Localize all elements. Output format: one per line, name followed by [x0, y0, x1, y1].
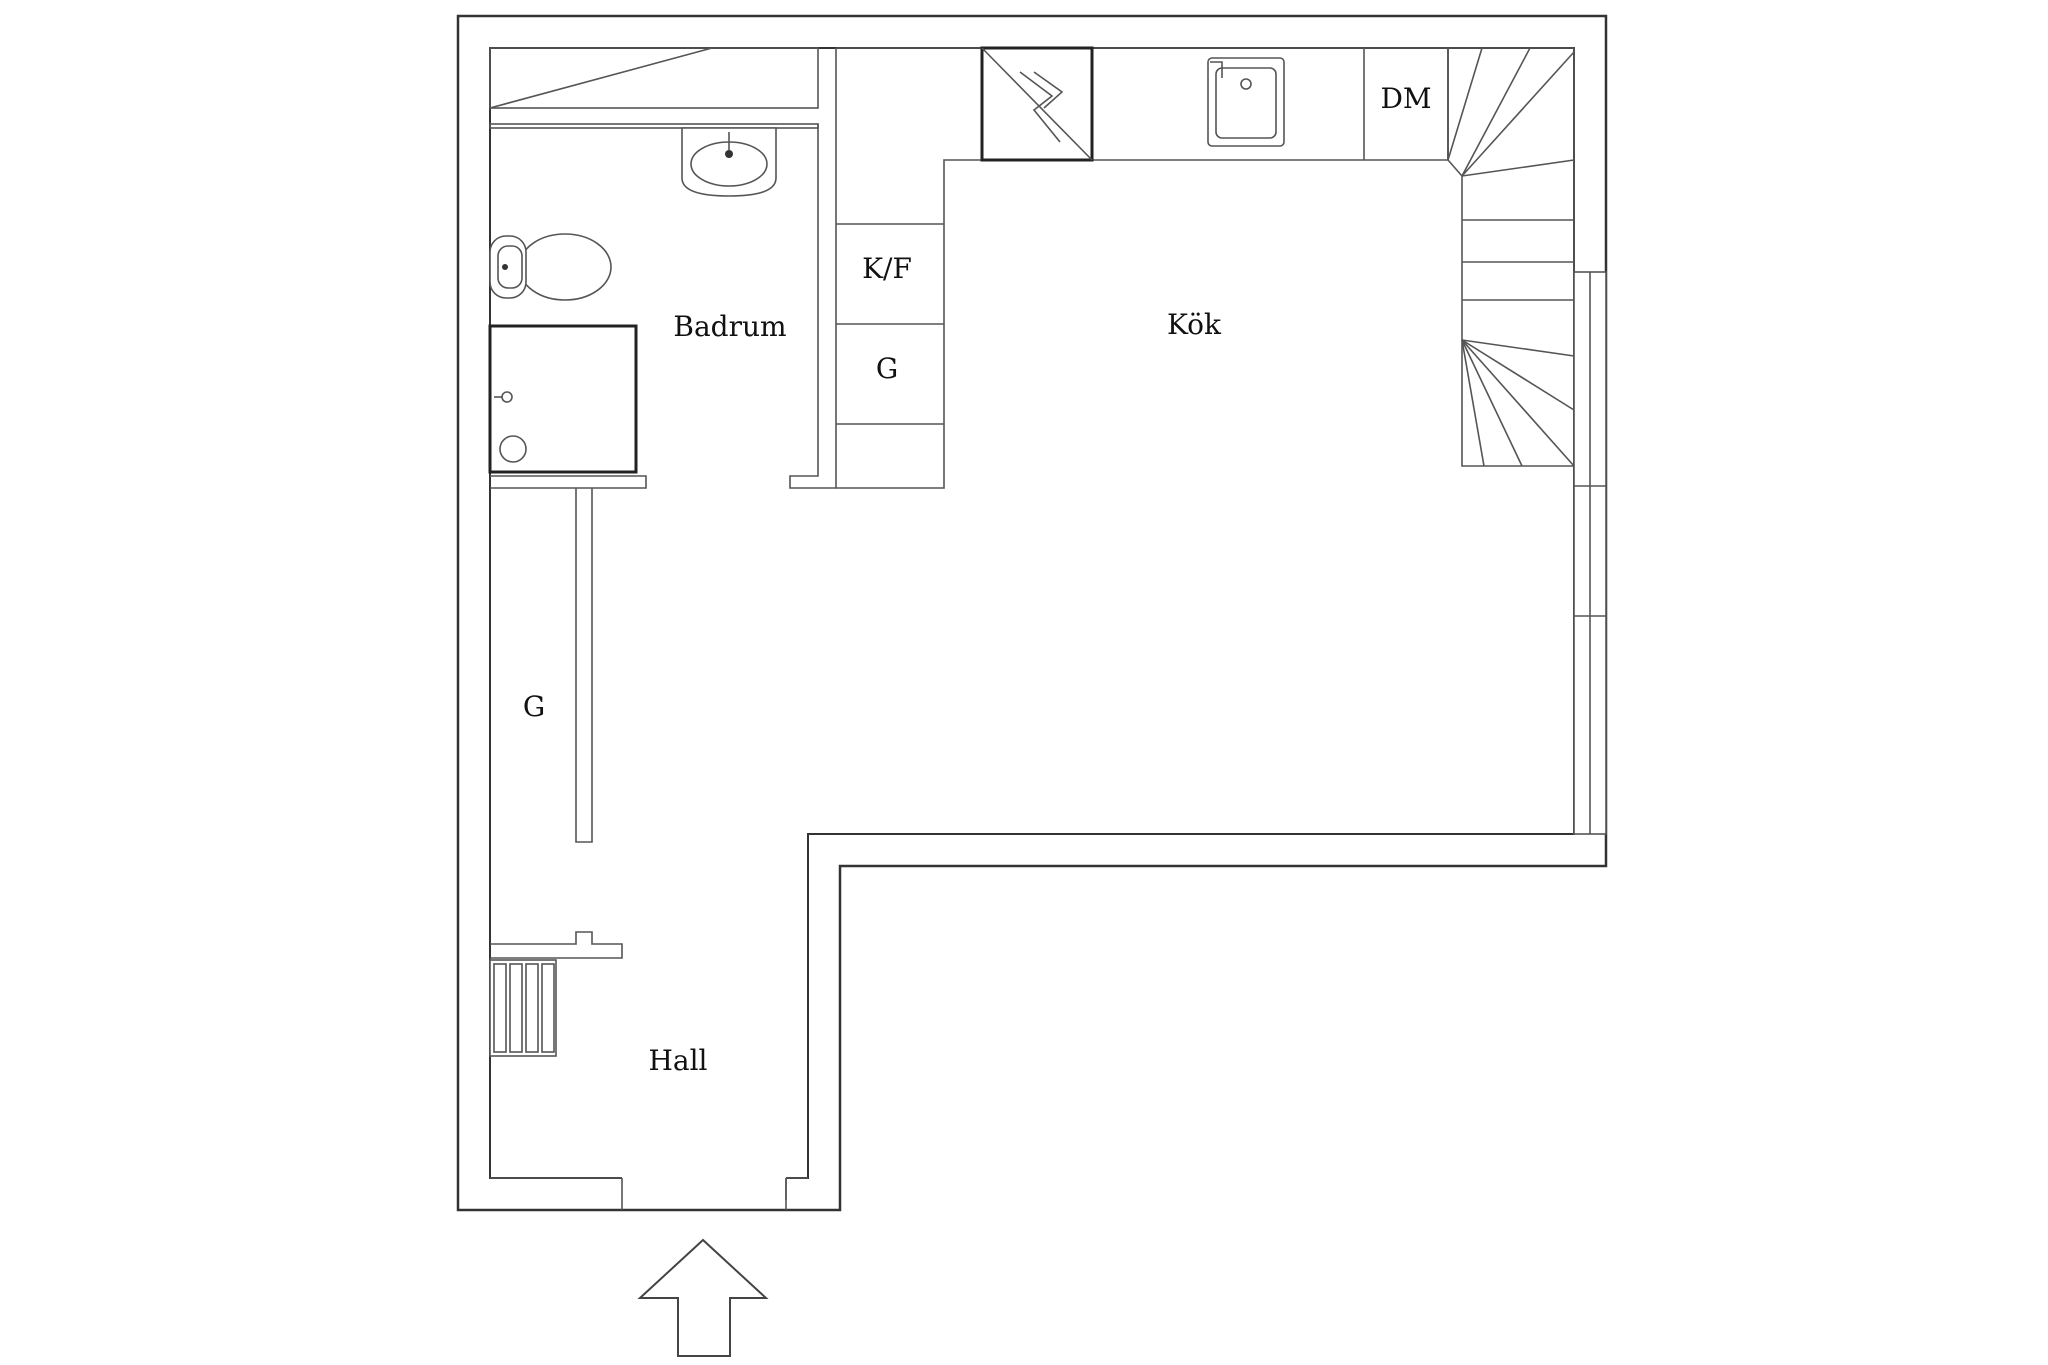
staircase-icon [1447, 47, 1575, 467]
room-label-hall: Hall [648, 1044, 707, 1077]
kitchen-closet-label: G [876, 352, 898, 385]
bathroom-shelf [489, 47, 819, 109]
hall-closet-walls [490, 931, 623, 959]
toilet-icon [489, 233, 612, 301]
dishwasher-label: DM [1380, 82, 1431, 115]
bathroom-walls [489, 48, 837, 843]
outer-walls [456, 14, 1608, 1212]
room-label-kok: Kök [1167, 308, 1222, 341]
room-label-badrum: Badrum [673, 310, 786, 343]
entrance-arrow-icon [637, 1238, 769, 1357]
sink-icon [1207, 57, 1285, 147]
radiator-icon [489, 959, 557, 1057]
shower-icon [488, 324, 638, 474]
stove-icon [980, 46, 1094, 162]
hall-closet-label: G [523, 690, 545, 723]
entrance-door [490, 1176, 808, 1212]
fridge-freezer-label: K/F [862, 252, 912, 285]
kitchen-top-counter [836, 47, 1449, 489]
washbasin-icon [681, 127, 777, 197]
right-window [1573, 271, 1607, 835]
